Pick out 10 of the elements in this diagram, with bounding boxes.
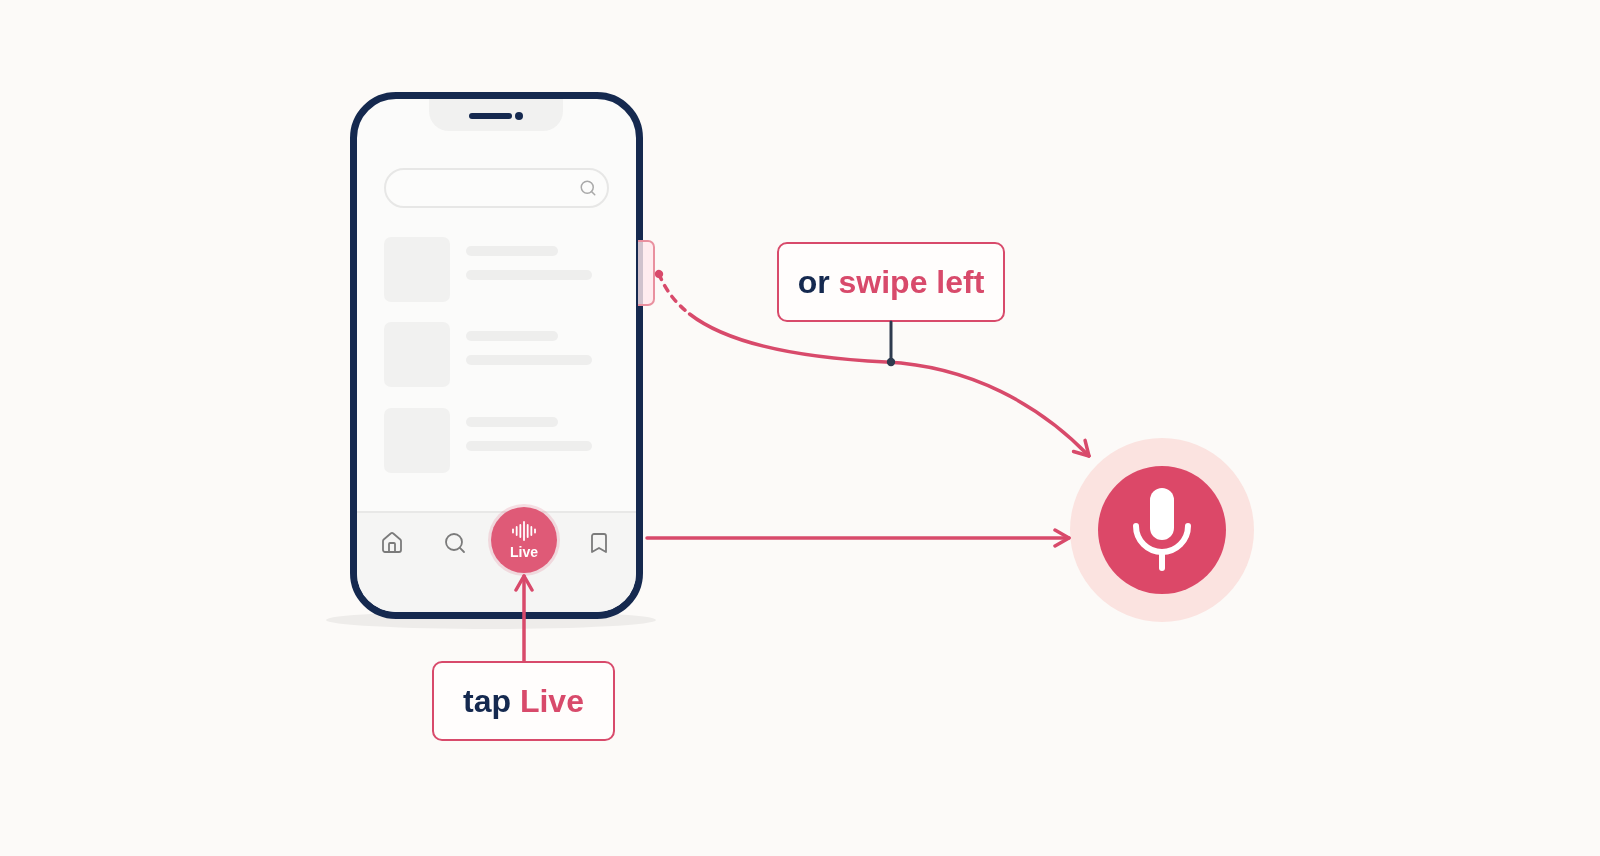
arrow: [654, 269, 1091, 458]
callout-box: [432, 661, 615, 741]
callout-text: or swipe left: [797, 263, 985, 301]
callout-box: [777, 242, 1005, 322]
leader-line: [886, 320, 896, 367]
callout-text: tap Live: [463, 682, 584, 720]
arrow: [514, 574, 534, 663]
arrow: [645, 528, 1071, 548]
phone-frame: [350, 92, 643, 619]
swipe-handle: [638, 240, 655, 306]
